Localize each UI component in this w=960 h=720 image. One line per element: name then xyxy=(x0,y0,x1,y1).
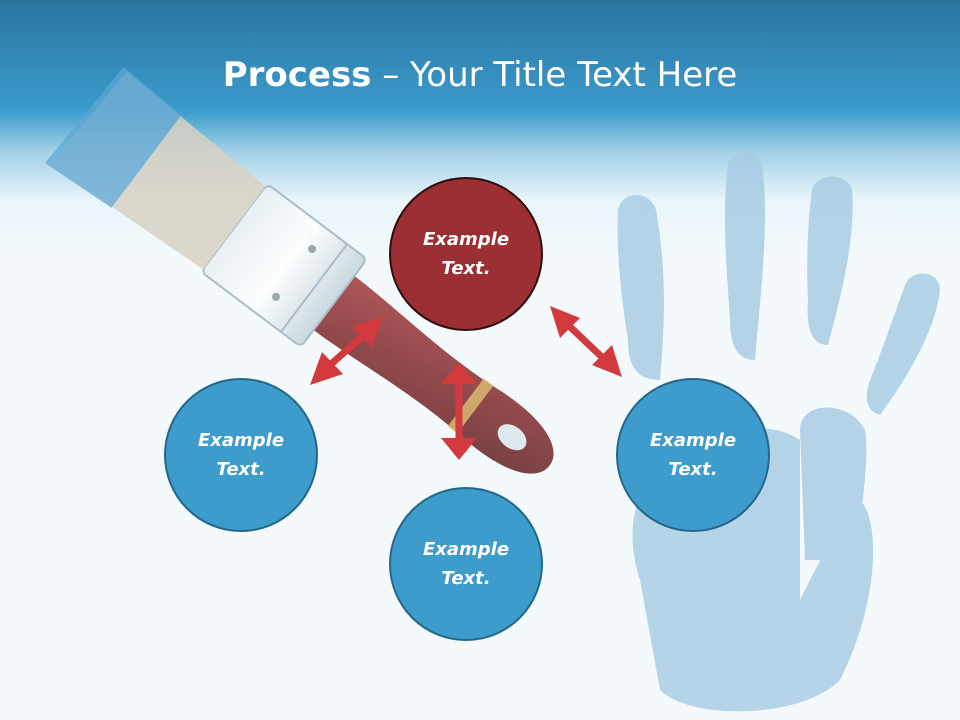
node-label: Example Text. xyxy=(649,430,737,480)
title-rest: – Your Title Text Here xyxy=(371,55,738,95)
node-label: Example Text. xyxy=(197,430,285,480)
title-bold: Process xyxy=(222,55,372,95)
process-node-top[interactable]: Example Text. xyxy=(389,177,543,331)
process-node-left[interactable]: Example Text. xyxy=(164,378,318,532)
double-arrow-icon xyxy=(310,316,383,385)
node-label: Example Text. xyxy=(422,229,510,279)
process-node-right[interactable]: Example Text. xyxy=(616,378,770,532)
double-arrow-icon xyxy=(550,306,622,377)
process-node-bottom[interactable]: Example Text. xyxy=(389,487,543,641)
node-label: Example Text. xyxy=(422,539,510,589)
double-arrow-icon xyxy=(441,363,477,460)
slide-title: Process – Your Title Text Here xyxy=(0,52,960,98)
